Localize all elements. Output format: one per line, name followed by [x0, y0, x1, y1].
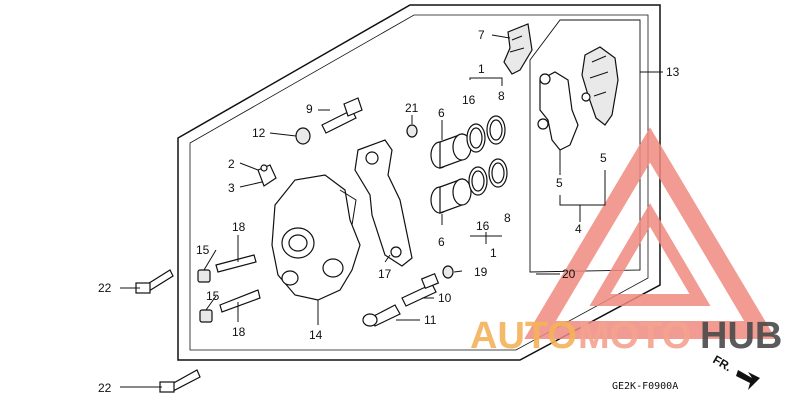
pad-retainer-clip	[503, 23, 533, 75]
watermark-logo-icon	[524, 127, 776, 339]
diagram-frame-inner	[189, 14, 649, 351]
callout-6-bottom: 6	[438, 235, 445, 249]
piston-upper	[430, 133, 472, 169]
callout-7: 7	[478, 28, 485, 42]
callout-18-top: 18	[232, 220, 246, 234]
caliper-bracket	[354, 139, 413, 267]
callout-labels: 7 1 16 8 13 9 21 6 12 5 2 5 3 16 8 18 4 …	[98, 28, 680, 395]
watermark-text: AUTO MOTO HUB	[470, 315, 782, 357]
callout-8-top: 8	[498, 89, 505, 103]
callout-15-top: 15	[196, 243, 210, 257]
callout-3: 3	[228, 181, 235, 195]
front-direction-marker: FR.	[710, 352, 760, 390]
callout-22-bottom: 22	[98, 381, 112, 395]
pin-10	[401, 272, 440, 307]
boot-19	[442, 265, 454, 279]
watermark-auto: AUTO	[470, 315, 577, 357]
callout-9: 9	[306, 102, 313, 116]
callout-22-top: 22	[98, 281, 112, 295]
brake-pad-inner	[537, 71, 579, 151]
boots-15	[197, 269, 213, 323]
callout-12: 12	[252, 126, 266, 140]
bleeder-valve	[257, 164, 277, 187]
callout-16-top: 16	[462, 93, 476, 107]
brake-pad-outer	[581, 46, 619, 126]
diagram-code: GE2K-F0900A	[612, 381, 678, 392]
piston-lower	[430, 178, 472, 214]
callout-16-bottom: 16	[476, 219, 490, 233]
piston-seals	[466, 115, 508, 196]
callout-6-top: 6	[438, 106, 445, 120]
diagram-frame-outer	[177, 4, 661, 361]
callout-5-left: 5	[556, 176, 563, 190]
callout-14: 14	[309, 328, 323, 342]
callout-11: 11	[424, 313, 437, 327]
callout-19: 19	[474, 265, 488, 279]
cap-21	[406, 124, 418, 138]
callout-1-top: 1	[478, 62, 485, 76]
bolts-22	[135, 269, 201, 393]
leader-lines	[120, 34, 663, 388]
callout-21: 21	[405, 101, 419, 115]
callout-1-bottom: 1	[490, 246, 497, 260]
watermark-hub: HUB	[700, 315, 782, 357]
callout-5-right: 5	[600, 151, 607, 165]
pins-18	[215, 254, 261, 313]
callout-15-bottom: 15	[206, 289, 220, 303]
front-arrow-icon	[736, 370, 760, 390]
watermark-moto: MOTO	[578, 315, 691, 357]
bolt-11	[362, 304, 401, 327]
washer-12	[295, 127, 311, 145]
callout-8-bottom: 8	[504, 211, 511, 225]
callout-2: 2	[228, 157, 235, 171]
callout-13: 13	[666, 65, 680, 79]
callout-4: 4	[575, 222, 582, 236]
callout-20: 20	[562, 267, 576, 281]
callout-10: 10	[438, 291, 452, 305]
caliper-body	[271, 174, 361, 301]
callout-17: 17	[378, 267, 392, 281]
pin-bolt	[321, 97, 363, 134]
callout-18-bottom: 18	[232, 325, 246, 339]
